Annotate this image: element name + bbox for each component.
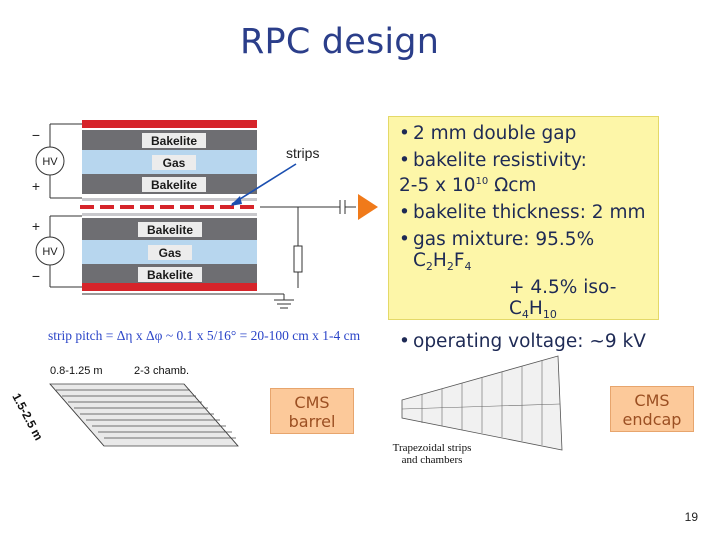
barrel-length-label: 1.5-2.5 m [9, 391, 45, 443]
parameter-item: • 2 mm double gap [399, 123, 648, 144]
trapezoid-caption: Trapezoidal strips and chambers [392, 442, 472, 466]
parameter-item: • bakelite resistivity: [399, 150, 648, 171]
layer-label: Gas [163, 156, 186, 170]
strip-pitch-formula: strip pitch = Δη x Δφ ~ 0.1 x 5/16° = 20… [48, 328, 361, 343]
page-number: 19 [684, 510, 698, 524]
rpc-cross-section-diagram: Bakelite Gas Bakelite Bakelite Gas Bakel… [32, 120, 378, 309]
layer-label: Bakelite [147, 268, 193, 282]
cms-barrel-label: CMS barrel [270, 388, 354, 434]
bullet-icon: • [399, 202, 410, 223]
plus-sign: + [32, 178, 40, 194]
parameter-text: 2-5 x 1010 Ωcm [399, 175, 537, 196]
parameter-text: bakelite resistivity: [413, 150, 587, 171]
barrel-chambers-label: 2-3 chamb. [134, 365, 189, 377]
parameter-text: bakelite thickness: 2 mm [413, 202, 646, 223]
bullet-icon: • [399, 331, 410, 352]
minus-sign: − [32, 127, 40, 143]
layer-label: Bakelite [151, 178, 197, 192]
barrel-chamber-stack [49, 383, 239, 447]
signal-arrow-icon [358, 194, 378, 220]
layer-label: Bakelite [147, 223, 193, 237]
hv-label: HV [42, 156, 58, 168]
pointer-arrowhead-icon [230, 196, 242, 206]
strips-label: strips [286, 145, 319, 161]
parameter-text: 2 mm double gap [413, 123, 577, 144]
hv-label: HV [42, 246, 58, 258]
minus-sign: − [32, 268, 40, 284]
plus-sign: + [32, 218, 40, 234]
parameter-text: + 4.5% iso-C4H10 [509, 277, 617, 321]
insulator-layer [82, 213, 257, 216]
electrode-top [82, 120, 257, 128]
barrel-width-label: 0.8-1.25 m [50, 365, 103, 377]
barrel-chamber-sketch: 0.8-1.25 m 2-3 chamb. 1.5-2.5 m [9, 365, 239, 447]
parameter-text: gas mixture: 95.5% C2H2F4 [413, 229, 595, 273]
parameter-text: operating voltage: ~9 kV [413, 331, 646, 352]
rpc-parameters-box: • 2 mm double gap • bakelite resistivity… [388, 116, 659, 352]
electrode-bottom [82, 283, 257, 291]
parameter-item: • bakelite thickness: 2 mm [399, 202, 648, 223]
layer-label: Bakelite [151, 134, 197, 148]
parameter-item: • gas mixture: 95.5% C2H2F4 [399, 229, 648, 277]
page-title: RPC design [240, 22, 440, 62]
layer-label: Gas [159, 246, 182, 260]
cms-endcap-label: CMS endcap [610, 386, 694, 432]
bullet-icon: • [399, 229, 410, 250]
insulator-layer [82, 198, 257, 201]
bullet-icon: • [399, 123, 410, 144]
parameter-item: • operating voltage: ~9 kV [399, 331, 648, 352]
endcap-chamber-sketch [401, 355, 563, 451]
bullet-icon: • [399, 150, 410, 171]
strips-pointer [231, 163, 297, 205]
